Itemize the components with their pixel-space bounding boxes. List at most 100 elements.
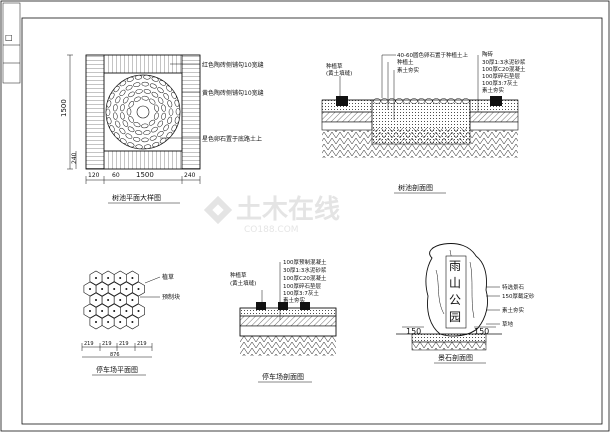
pp-dim-1: 219 bbox=[102, 341, 112, 347]
grass-cell bbox=[131, 321, 134, 323]
stone-char-1: 山 bbox=[449, 276, 461, 290]
section-pebble bbox=[373, 98, 381, 104]
stone-label-2: 素土夯实 bbox=[502, 306, 525, 314]
section-pebble bbox=[425, 98, 433, 104]
stone-section: 雨 山 公 园 150 150 特选景石 150厚截定砂 素土夯实 草地 景石剖… bbox=[396, 243, 535, 364]
stone-label-1: 150厚截定砂 bbox=[502, 292, 535, 300]
pebble bbox=[153, 112, 159, 120]
ps-left-label-0: 种植草 bbox=[230, 271, 247, 279]
pebble bbox=[128, 101, 135, 108]
watermark-main: 土木在线 bbox=[236, 195, 340, 225]
pebble-pattern bbox=[105, 74, 181, 150]
pebble bbox=[133, 96, 141, 102]
pebble bbox=[167, 116, 173, 124]
section-pebble bbox=[410, 98, 418, 104]
ts-left-label-1: (黄土填缝) bbox=[326, 69, 352, 77]
pebble bbox=[141, 123, 149, 129]
section-pebble bbox=[462, 98, 470, 104]
pebble bbox=[143, 144, 152, 149]
stone-char-3: 园 bbox=[449, 310, 461, 324]
ts-left-label-0: 种植草 bbox=[326, 62, 343, 70]
parking-plan: 植草 预制块 219 219 219 219 876 停车场平面图 bbox=[81, 270, 180, 376]
pebble bbox=[163, 93, 169, 100]
hex-paver-grid bbox=[83, 270, 145, 330]
pebble bbox=[141, 95, 149, 101]
pebble bbox=[149, 83, 157, 89]
pebble bbox=[149, 135, 157, 141]
inner-border bbox=[21, 17, 603, 425]
dim-total-width: 1500 bbox=[136, 171, 154, 179]
grass-cell bbox=[119, 321, 122, 323]
pebble bbox=[151, 126, 158, 133]
pebble bbox=[120, 104, 125, 112]
grass-cell bbox=[107, 321, 110, 323]
section-pebble bbox=[402, 98, 411, 104]
grass-cell bbox=[125, 288, 128, 290]
pebble bbox=[143, 130, 151, 135]
pebble bbox=[151, 91, 159, 98]
ps-right-label-4: 100厚3:7灰土 bbox=[283, 289, 319, 297]
pebble bbox=[141, 81, 149, 87]
pp-dim-0: 219 bbox=[84, 341, 94, 347]
pebble bbox=[157, 131, 164, 137]
stone-dim-right: 150 bbox=[474, 327, 489, 336]
ts-right-label-5: 素土夯实 bbox=[482, 86, 505, 94]
ts-center-label-0: 40-60圆色卵石置于种植土上 bbox=[397, 51, 468, 59]
pebble bbox=[125, 85, 133, 91]
pebble bbox=[163, 124, 169, 132]
tree-pit-section: 40-60圆色卵石置于种植土上 种植土 素土夯实 种植草 (黄土填缝) 陶砖 3… bbox=[321, 50, 526, 194]
pebble bbox=[152, 142, 160, 148]
grass-cell bbox=[131, 299, 134, 301]
grass-cell bbox=[131, 277, 134, 279]
title-block-strip bbox=[2, 2, 21, 84]
pebble bbox=[126, 76, 134, 82]
pebble bbox=[109, 125, 115, 132]
grass-cell bbox=[95, 277, 97, 279]
dim-edge-right: 240 bbox=[184, 172, 196, 179]
section-pebble bbox=[395, 98, 403, 104]
pebble bbox=[120, 112, 125, 120]
grass-cell bbox=[101, 288, 104, 290]
grass-cell bbox=[113, 310, 116, 312]
section-pebble bbox=[439, 98, 448, 104]
pebble bbox=[119, 127, 126, 135]
dim-bottom-b: 60 bbox=[112, 172, 120, 179]
stone-inscription-panel bbox=[445, 255, 467, 329]
grass-cell bbox=[89, 288, 91, 290]
pebble bbox=[128, 91, 135, 98]
watermark-sub: CO188.COM bbox=[244, 225, 299, 235]
grass-cell bbox=[113, 288, 116, 290]
pebble bbox=[126, 108, 132, 116]
pebble bbox=[149, 98, 156, 105]
pebble bbox=[143, 89, 151, 94]
section-pebble bbox=[432, 98, 440, 104]
grass-cell bbox=[119, 299, 122, 301]
ts-center-label-2: 素土夯实 bbox=[397, 66, 420, 74]
grass-cell bbox=[125, 310, 128, 312]
pebble bbox=[114, 132, 120, 139]
note-yellow-brick: 黄色陶砖侧铺勾10宽缝 bbox=[202, 89, 264, 97]
pebble bbox=[171, 92, 177, 99]
pebble bbox=[122, 120, 129, 127]
ps-right-label-0: 100厚预制混凝土 bbox=[283, 258, 327, 266]
ts-right-label-4: 100厚3:7灰土 bbox=[482, 79, 518, 87]
pebble bbox=[151, 76, 159, 82]
dim-bottom-a: 120 bbox=[88, 172, 100, 179]
pp-dim-2: 219 bbox=[119, 341, 129, 347]
stone-label-0: 特选景石 bbox=[502, 283, 525, 291]
parking-section: 种植草 (黄土填缝) 100厚预制混凝土 30厚1:3水泥砂浆 100厚C20混… bbox=[230, 258, 337, 383]
pebble bbox=[166, 131, 173, 139]
pebble bbox=[159, 80, 166, 86]
ts-right-label-3: 100厚碎石垫层 bbox=[482, 72, 520, 80]
pebble bbox=[127, 126, 135, 133]
grass-cell bbox=[89, 310, 91, 312]
grass-cell bbox=[95, 299, 97, 301]
pebble bbox=[159, 137, 167, 144]
pebble bbox=[106, 100, 112, 108]
title-parking-section: 停车场剖面图 bbox=[262, 372, 304, 381]
pebble bbox=[157, 120, 164, 128]
pebble bbox=[167, 100, 173, 108]
stone-char-2: 公 bbox=[449, 293, 461, 307]
